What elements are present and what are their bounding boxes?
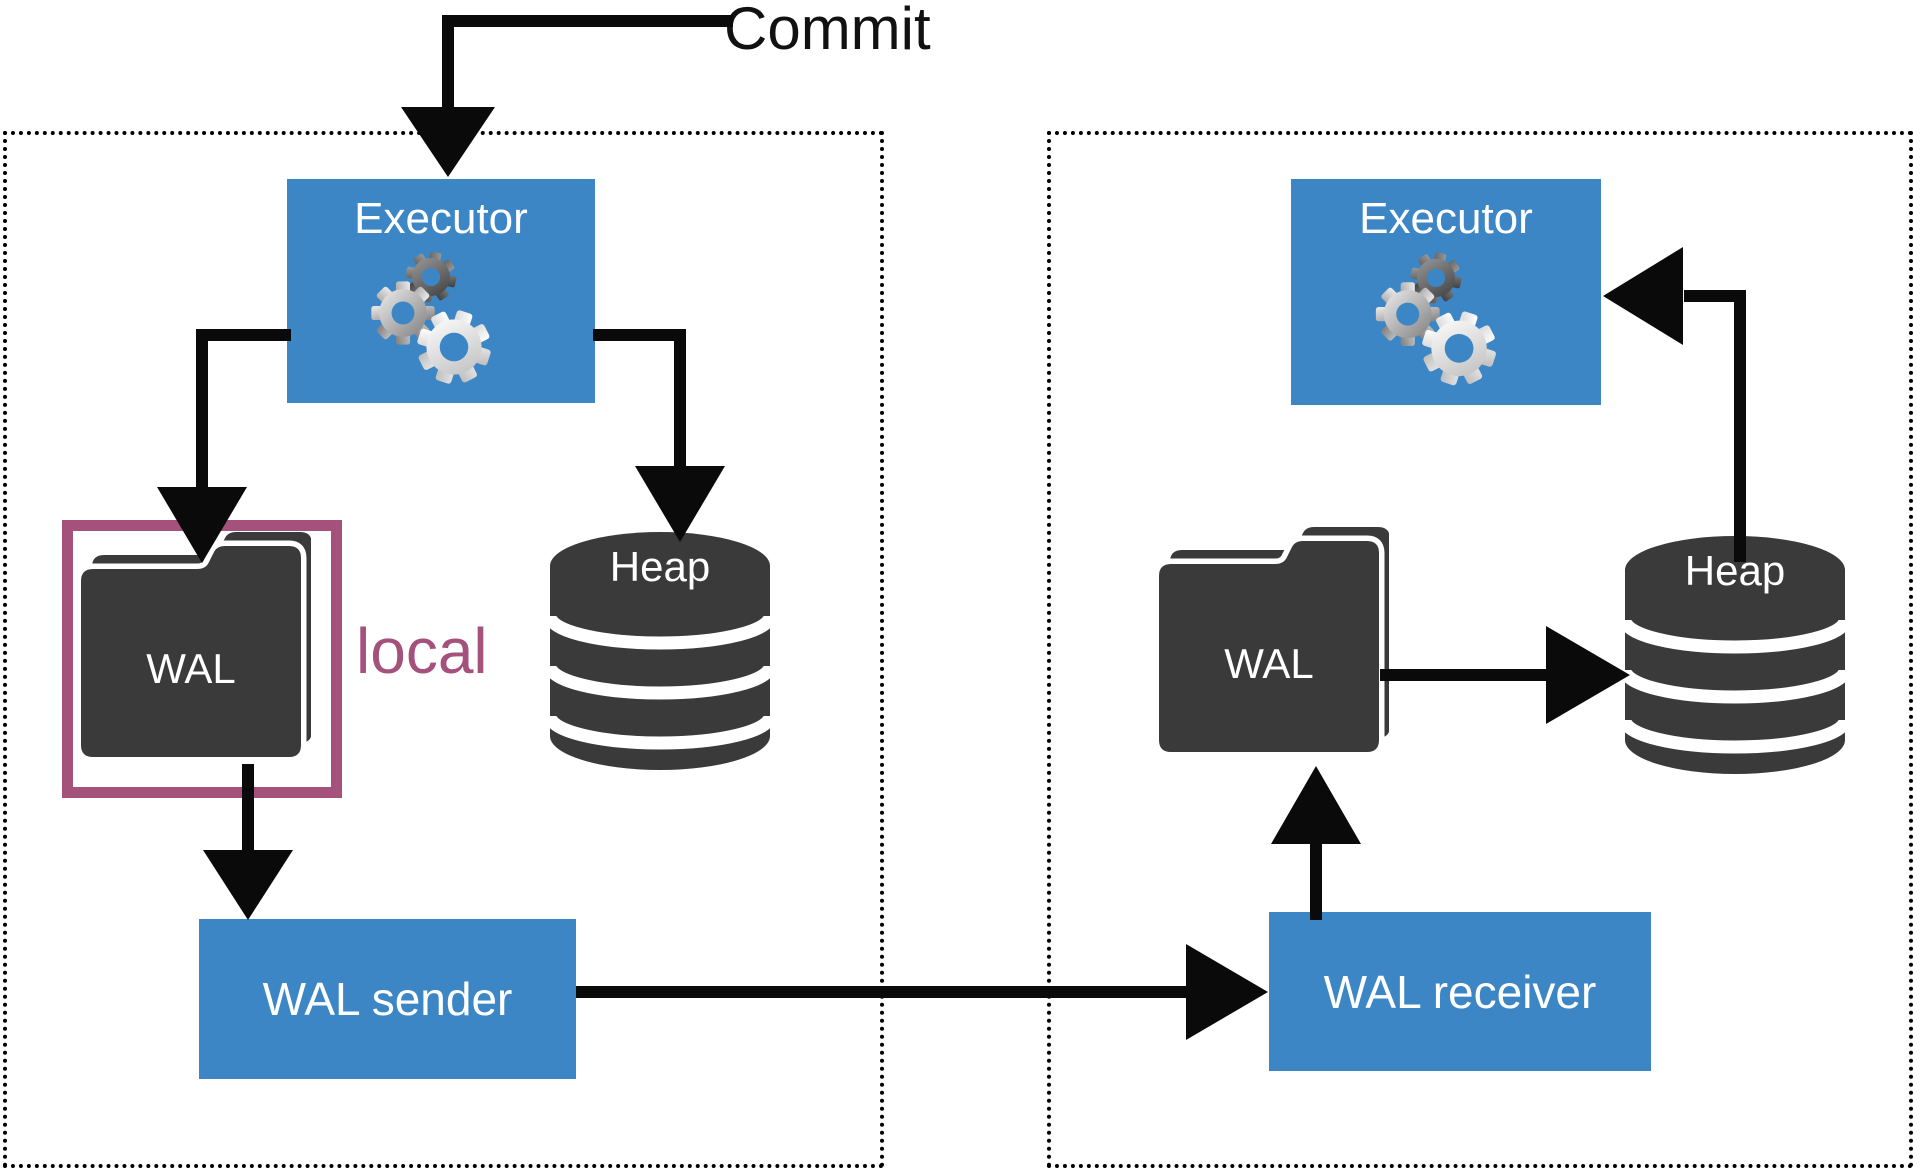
executor-to-heap-arrowhead-icon	[635, 466, 725, 542]
commit-arrow-line-v	[442, 15, 454, 115]
replica-executor-box: Executor	[1291, 179, 1601, 405]
gears-icon	[371, 247, 501, 394]
folder-icon: WAL	[1153, 527, 1389, 756]
wal-to-sender-arrowhead-icon	[203, 850, 293, 920]
executor-to-wal-line-h	[205, 329, 291, 341]
heap-to-executor-line-h	[1684, 290, 1746, 302]
heap-to-executor-arrowhead-icon	[1603, 247, 1683, 345]
executor-to-wal-line-v	[196, 329, 208, 491]
database-cylinder-icon: Heap	[1618, 536, 1852, 774]
sender-to-receiver-line	[576, 986, 1188, 998]
primary-executor-box: Executor	[287, 179, 595, 403]
wal-to-sender-line	[242, 764, 254, 858]
gears-icon	[1375, 247, 1506, 395]
heap-to-executor-line-v	[1734, 290, 1746, 562]
primary-wal-label: WAL	[146, 645, 235, 692]
wal-receiver-label: WAL receiver	[1323, 965, 1597, 1018]
receiver-to-wal-line	[1310, 838, 1322, 920]
wal-to-heap-arrowhead-icon	[1546, 626, 1630, 724]
replica-wal-label: WAL	[1224, 640, 1313, 687]
replica-executor-label: Executor	[1359, 194, 1533, 243]
local-label: local	[356, 615, 488, 687]
executor-to-wal-arrowhead-icon	[157, 487, 247, 563]
commit-arrow-line-h	[447, 15, 733, 27]
wal-to-heap-line	[1380, 669, 1548, 681]
primary-executor-label: Executor	[354, 194, 528, 243]
wal-sender-label: WAL sender	[262, 973, 513, 1025]
executor-to-heap-line-v	[674, 329, 686, 470]
wal-receiver-box: WAL receiver	[1269, 912, 1651, 1071]
replica-server-boundary	[1047, 131, 1913, 1168]
wal-sender-box: WAL sender	[199, 919, 576, 1079]
executor-to-heap-line-h	[593, 329, 686, 341]
sender-to-receiver-arrowhead-icon	[1186, 944, 1268, 1040]
commit-label: Commit	[724, 0, 931, 62]
commit-arrowhead-icon	[401, 107, 495, 177]
database-cylinder-icon: Heap	[543, 532, 777, 770]
receiver-to-wal-arrowhead-icon	[1271, 766, 1361, 844]
folder-icon: WAL	[75, 532, 311, 761]
primary-heap-label: Heap	[610, 543, 710, 590]
